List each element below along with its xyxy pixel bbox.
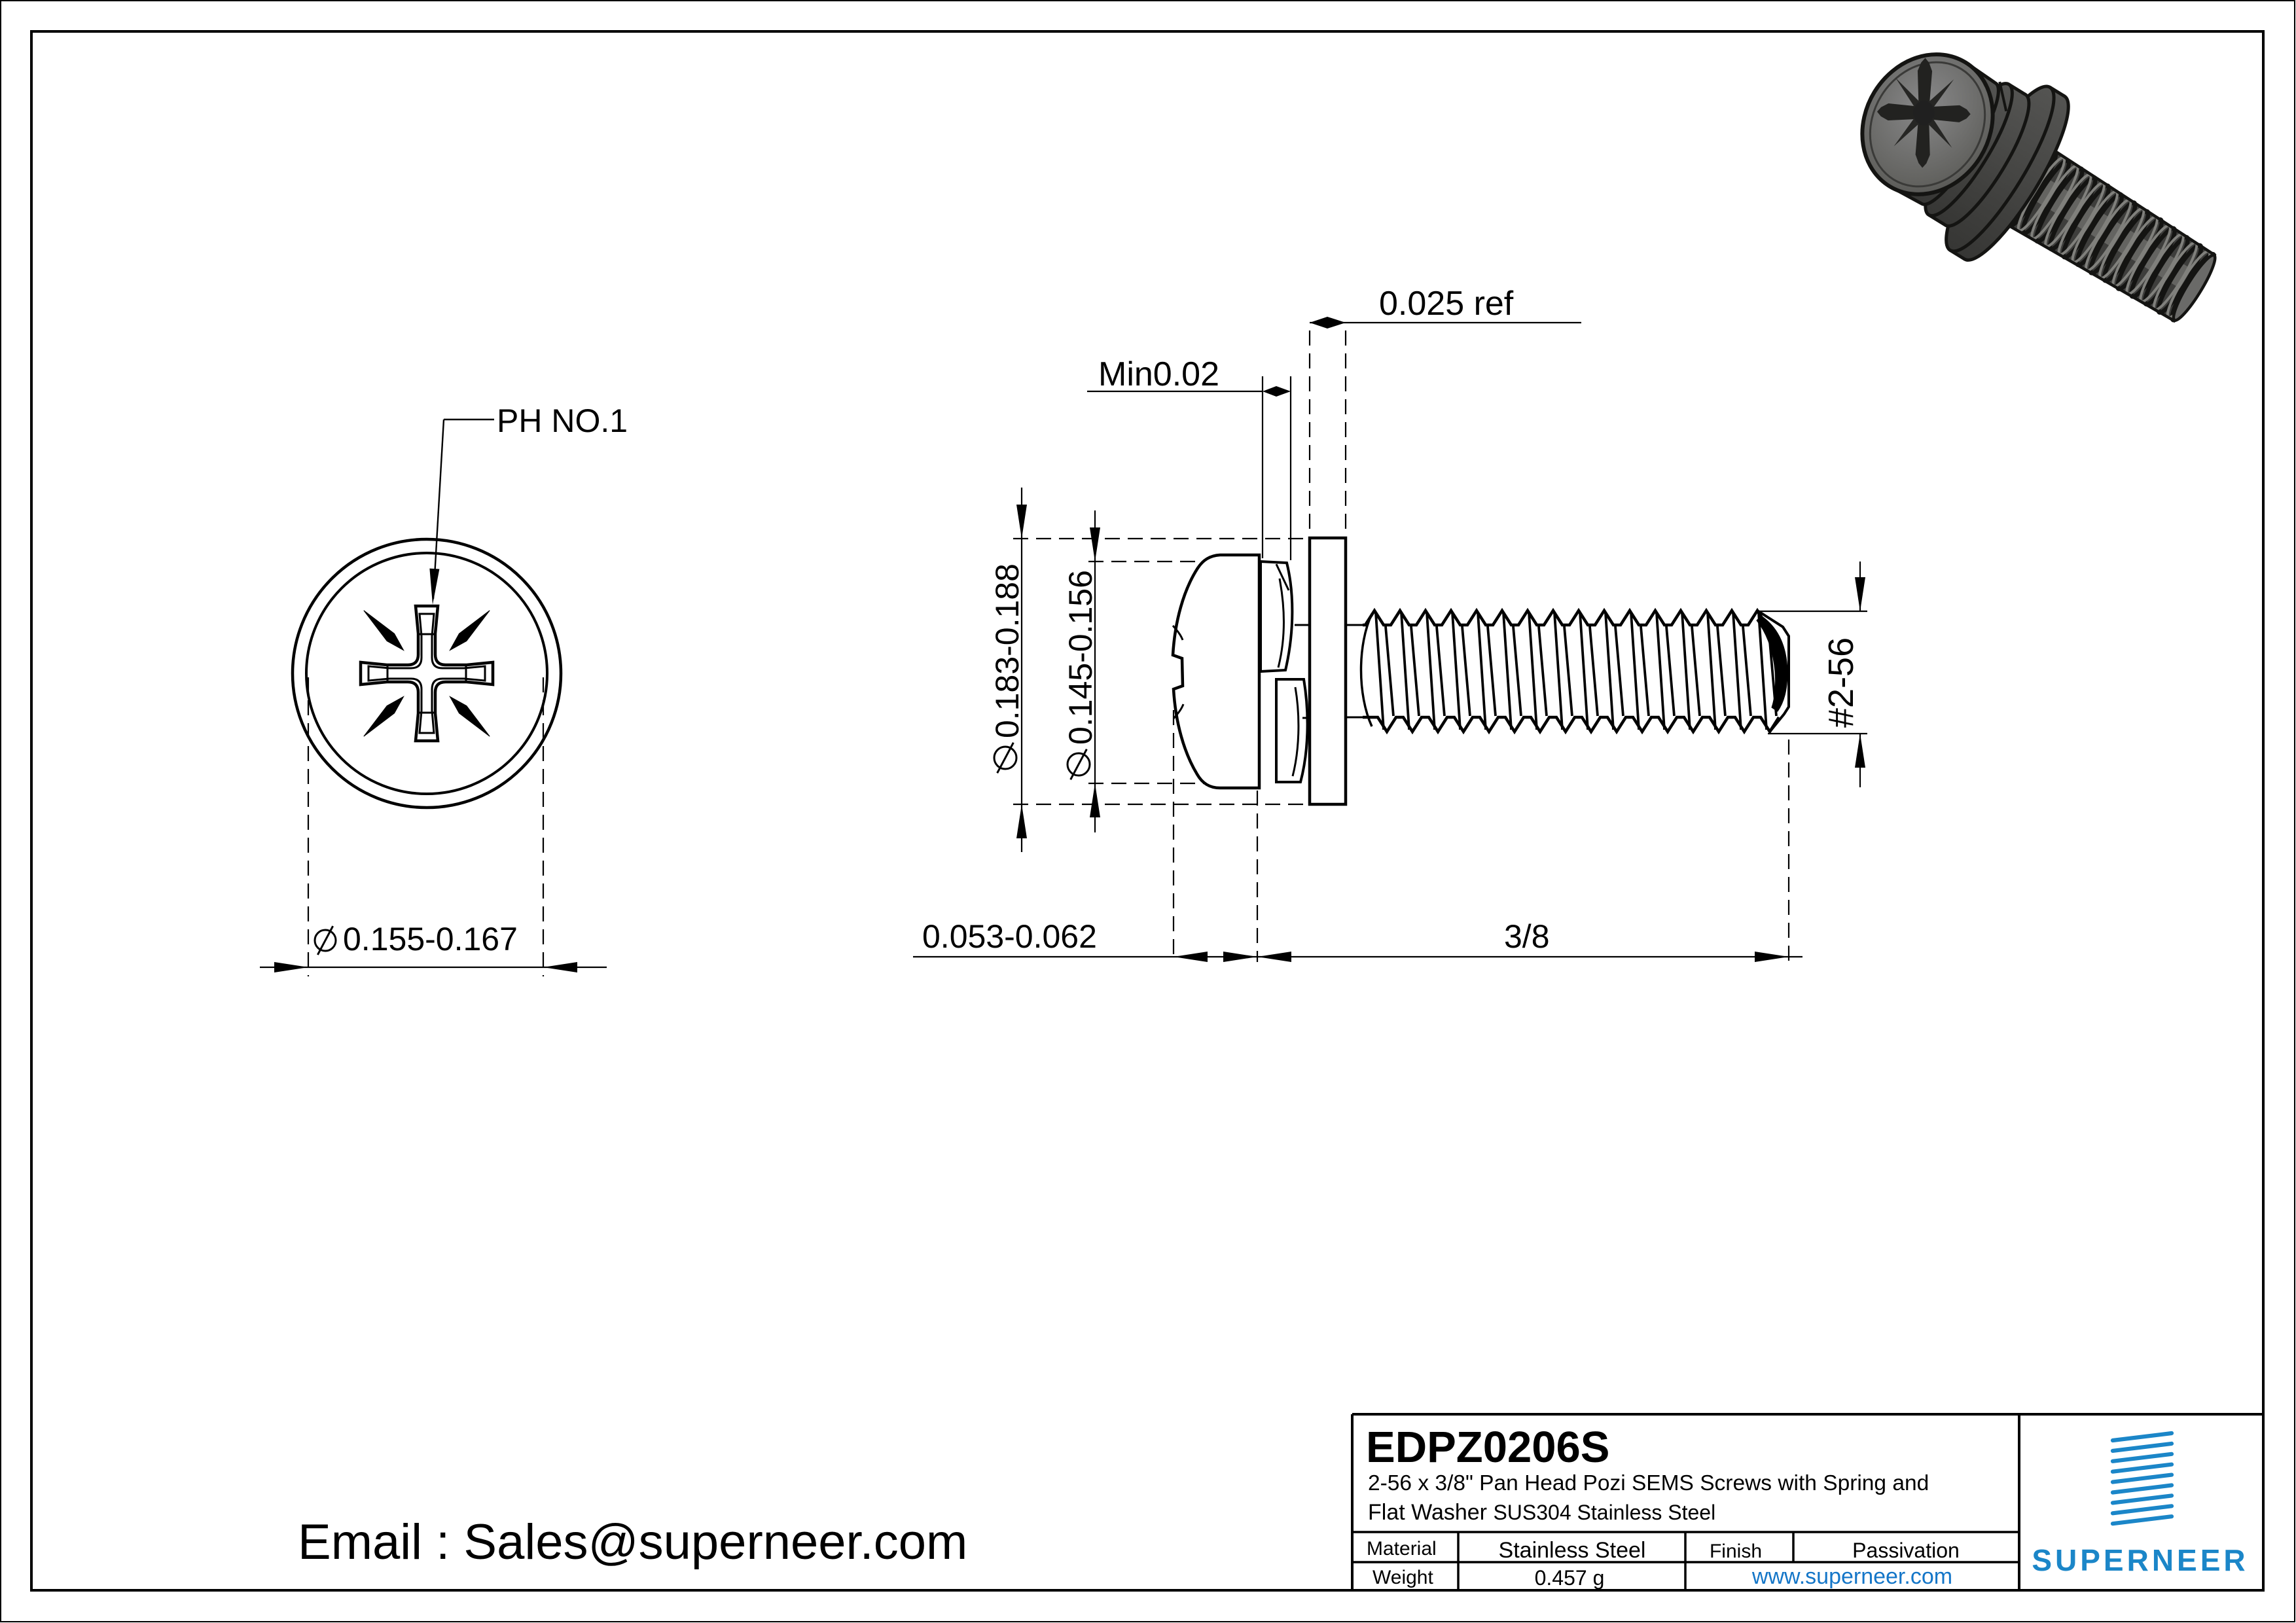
svg-text:0.145-0.156: 0.145-0.156: [1062, 570, 1099, 745]
svg-text:EDPZ0206S: EDPZ0206S: [1366, 1423, 1609, 1472]
svg-text:#2-56: #2-56: [1821, 637, 1861, 728]
svg-text:0.053-0.062: 0.053-0.062: [922, 918, 1097, 955]
svg-text:3/8: 3/8: [1504, 918, 1550, 955]
svg-text:Stainless Steel: Stainless Steel: [1499, 1538, 1646, 1563]
svg-text:2-56 x 3/8" Pan Head Pozi SEMS: 2-56 x 3/8" Pan Head Pozi SEMS Screws wi…: [1368, 1471, 1929, 1495]
svg-text:0.457 g: 0.457 g: [1535, 1566, 1605, 1590]
svg-text:Material: Material: [1367, 1538, 1437, 1560]
svg-text:Flat Washer SUS304 Stainless S: Flat Washer SUS304 Stainless Steel: [1368, 1500, 1715, 1525]
svg-text:Finish: Finish: [1710, 1541, 1762, 1562]
svg-text:0.025 ref: 0.025 ref: [1379, 285, 1514, 323]
svg-text:Weight: Weight: [1372, 1567, 1433, 1588]
svg-text:Min0.02: Min0.02: [1098, 355, 1219, 393]
svg-text:www.superneer.com: www.superneer.com: [1751, 1564, 1952, 1589]
svg-text:SUPERNEER: SUPERNEER: [2032, 1543, 2248, 1577]
svg-text:0.155-0.167: 0.155-0.167: [343, 921, 518, 957]
svg-text:Passivation: Passivation: [1852, 1539, 1960, 1562]
svg-text:Email : Sales@superneer.com: Email : Sales@superneer.com: [298, 1514, 967, 1570]
svg-text:PH NO.1: PH NO.1: [497, 402, 628, 439]
svg-text:0.183-0.188: 0.183-0.188: [989, 563, 1026, 738]
